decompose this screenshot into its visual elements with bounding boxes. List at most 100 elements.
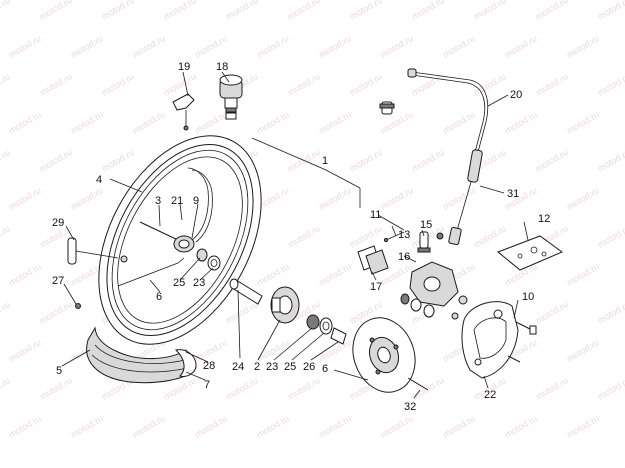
callout-19: 19 [178,61,190,73]
callout-10: 10 [522,291,534,303]
watermark-text-130: motod.ru [565,413,601,439]
valve [67,237,128,265]
watermark-text-122: motod.ru [69,413,105,439]
callout-25b: 25 [284,361,296,373]
callout-31: 31 [507,188,519,200]
callout-13: 13 [398,229,410,241]
caliper-seals [400,293,468,320]
callout-29: 29 [52,217,64,229]
watermark-text-66: motod.ru [0,223,12,249]
watermark-text-72: motod.ru [348,223,384,249]
watermark-text-45: motod.ru [38,147,74,173]
watermark-text-77: motod.ru [7,261,43,287]
watermark-text-34: motod.ru [69,109,105,135]
callout-27: 27 [52,275,64,287]
callout-5: 5 [56,365,62,377]
brake-hose [407,68,489,245]
callout-6b: 6 [322,363,328,375]
watermark-text-37: motod.ru [255,109,291,135]
watermark-text-11: motod.ru [7,33,43,59]
right-bearing [306,314,347,345]
watermark-text-1: motod.ru [38,0,74,22]
watermark-text-35: motod.ru [131,109,167,135]
watermark-text-10: motod.ru [596,0,625,22]
watermark-text-14: motod.ru [193,33,229,59]
watermark-text-121: motod.ru [7,413,43,439]
callout-20: 20 [510,89,522,101]
watermark-text-104: motod.ru [317,337,353,363]
callout-15: 15 [420,219,432,231]
watermark-text-42: motod.ru [565,109,601,135]
watermark-text-5: motod.ru [286,0,322,22]
watermark-text-110: motod.ru [0,375,12,401]
callout-7: 7 [204,379,210,391]
watermark-text-61: motod.ru [379,185,415,211]
callout-23a: 23 [193,277,205,289]
watermark-text-108: motod.ru [565,337,601,363]
watermark-text-50: motod.ru [348,147,384,173]
watermark-text-111: motod.ru [38,375,74,401]
watermark-text-117: motod.ru [410,375,446,401]
watermark-text-97: motod.ru [534,299,570,325]
watermark-text-119: motod.ru [534,375,570,401]
watermark-text-27: motod.ru [286,71,322,97]
gasket-set [497,235,564,271]
watermark-text-124: motod.ru [193,413,229,439]
callout-25a: 25 [173,277,185,289]
watermark-text-129: motod.ru [503,413,539,439]
watermark-text-51: motod.ru [410,147,446,173]
watermark-text-20: motod.ru [565,33,601,59]
watermark-text-89: motod.ru [38,299,74,325]
watermark-text-98: motod.ru [596,299,625,325]
watermark-text-15: motod.ru [255,33,291,59]
callout-32: 32 [404,401,416,413]
watermark-text-114: motod.ru [224,375,260,401]
watermark-text-53: motod.ru [534,147,570,173]
spacer-tube [229,278,263,305]
caliper [409,231,459,307]
watermark-text-28: motod.ru [348,71,384,97]
callout-labels: 19 18 1 4 3 21 9 29 27 6 25 23 5 28 7 24… [52,61,550,413]
watermark-text-99: motod.ru [7,337,43,363]
callout-28: 28 [203,360,215,372]
watermark-text-54: motod.ru [596,147,625,173]
watermark-layer: motod.ru motod.ru motod.ru motod.ru motod.ru… [0,0,625,440]
callout-3: 3 [155,195,161,207]
watermark-text-12: motod.ru [69,33,105,59]
watermark-text-86: motod.ru [565,261,601,287]
callout-17: 17 [370,281,382,293]
carrier-bolt-lower [507,355,521,363]
watermark-text-25: motod.ru [162,71,198,97]
watermark-text-16: motod.ru [317,33,353,59]
watermark-text-123: motod.ru [131,413,167,439]
watermark-text-56: motod.ru [69,185,105,211]
carrier-bolt [515,321,537,335]
callout-4: 4 [96,174,102,186]
watermark-text-55: motod.ru [7,185,43,211]
watermark-text-125: motod.ru [255,413,291,439]
watermark-text-32: motod.ru [596,71,625,97]
watermark-text-8: motod.ru [472,0,508,22]
watermark-text-9: motod.ru [534,0,570,22]
watermark-text-7: motod.ru [410,0,446,22]
watermark-text-62: motod.ru [441,185,477,211]
watermark-text-92: motod.ru [224,299,260,325]
callout-12: 12 [538,213,550,225]
brake-pads [357,231,405,275]
callout-16: 16 [398,251,410,263]
caliper-bolt-top [379,101,395,115]
watermark-text-60: motod.ru [317,185,353,211]
axle [139,221,179,241]
callout-6a: 6 [156,291,162,303]
watermark-text-23: motod.ru [38,71,74,97]
watermark-text-81: motod.ru [255,261,291,287]
rim-strip [174,349,197,377]
watermark-text-18: motod.ru [441,33,477,59]
assembly-bracket [251,137,361,208]
watermark-text-4: motod.ru [224,0,260,22]
watermark-text-24: motod.ru [100,71,136,97]
watermark-text-120: motod.ru [596,375,625,401]
watermark-text-38: motod.ru [317,109,353,135]
